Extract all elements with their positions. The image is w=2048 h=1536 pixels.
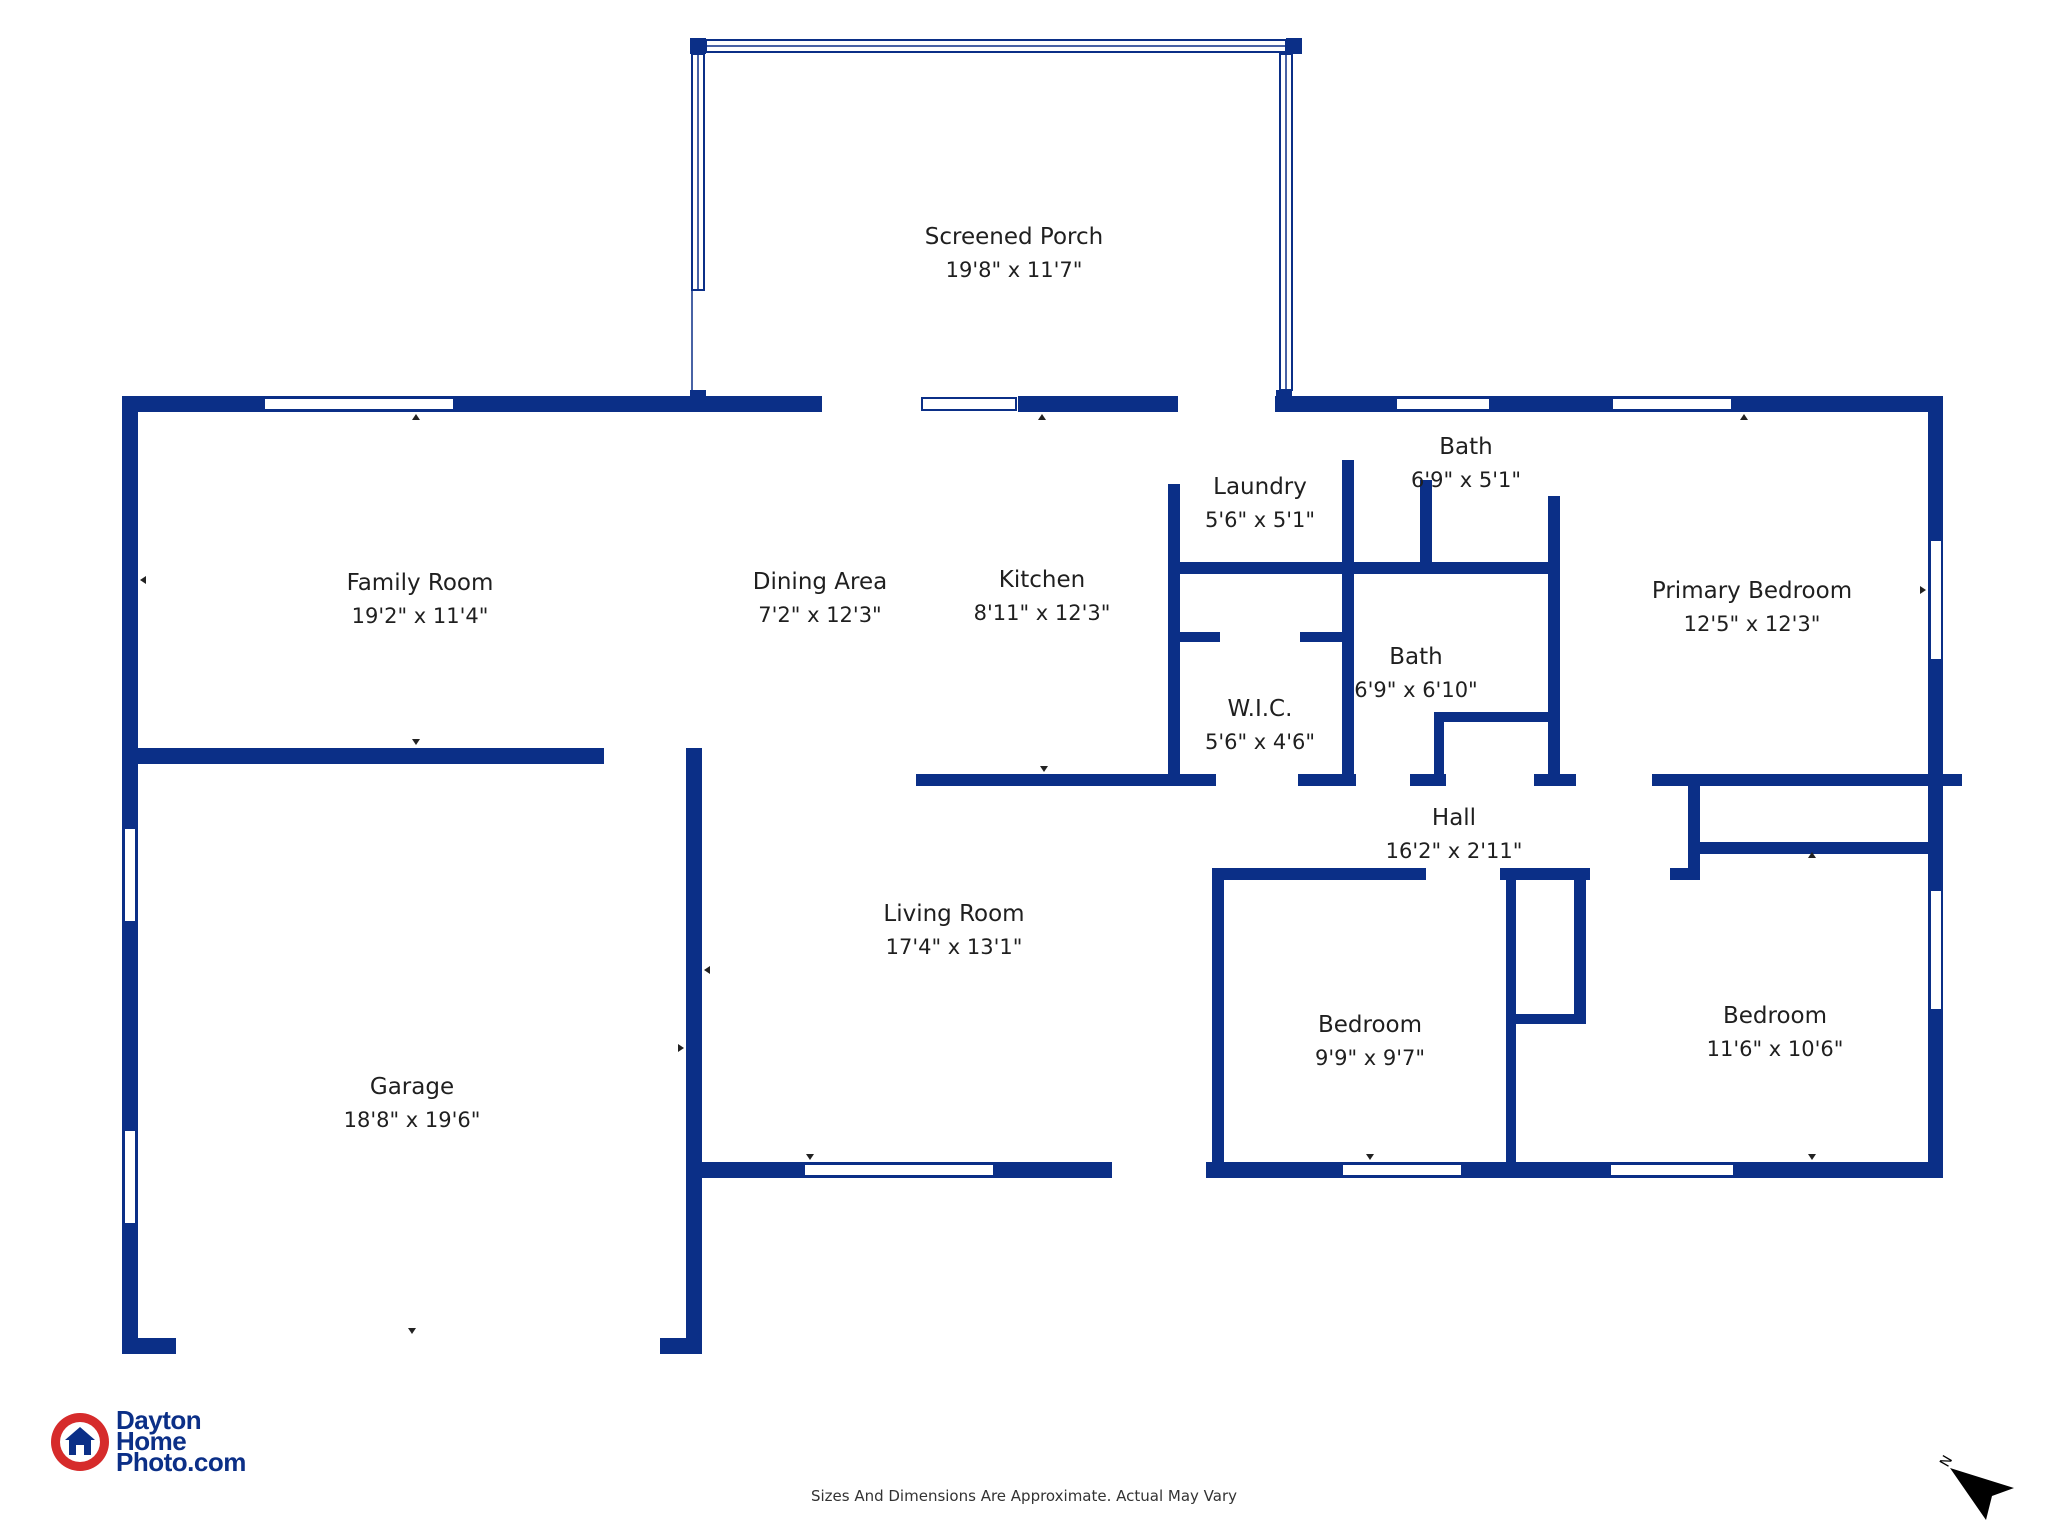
room-name-bedroom-1: Bedroom — [1318, 1012, 1422, 1038]
room-dims-hall: 16'2" x 2'11" — [1386, 839, 1523, 863]
room-name-kitchen: Kitchen — [999, 567, 1085, 593]
room-name-bath-2: Bath — [1389, 644, 1442, 670]
north-arrow-icon: N — [1937, 1453, 2014, 1520]
room-name-wic: W.I.C. — [1228, 696, 1293, 722]
room-dims-bath-2: 6'9" x 6'10" — [1354, 678, 1477, 702]
logo-line-2: Home — [116, 1426, 187, 1456]
room-name-bath-1: Bath — [1439, 434, 1492, 460]
room-name-primary-bedroom: Primary Bedroom — [1652, 578, 1852, 604]
room-dims-wic: 5'6" x 4'6" — [1205, 730, 1315, 754]
room-dims-garage: 18'8" x 19'6" — [344, 1108, 481, 1132]
logo-line-1: Dayton — [116, 1405, 202, 1435]
room-dims-living-room: 17'4" x 13'1" — [886, 935, 1023, 959]
disclaimer-text: Sizes And Dimensions Are Approximate. Ac… — [810, 1487, 1238, 1505]
logo-line-3: Photo.com — [116, 1447, 246, 1477]
room-name-hall: Hall — [1432, 805, 1476, 831]
windows — [123, 397, 1943, 1225]
dimension-ticks — [140, 414, 1926, 1334]
room-dims-family-room: 19'2" x 11'4" — [352, 604, 489, 628]
room-name-dining-area: Dining Area — [753, 569, 888, 595]
house-camera-icon — [51, 1413, 109, 1471]
room-dims-bedroom-1: 9'9" x 9'7" — [1315, 1046, 1425, 1070]
north-label: N — [1937, 1453, 1956, 1470]
room-name-bedroom-2: Bedroom — [1723, 1003, 1827, 1029]
room-name-family-room: Family Room — [347, 570, 494, 596]
room-dims-primary-bedroom: 12'5" x 12'3" — [1684, 612, 1821, 636]
room-dims-bath-1: 6'9" x 5'1" — [1411, 468, 1521, 492]
room-name-garage: Garage — [370, 1074, 454, 1100]
room-name-living-room: Living Room — [883, 901, 1024, 927]
room-dims-kitchen: 8'11" x 12'3" — [974, 601, 1111, 625]
room-dims-bedroom-2: 11'6" x 10'6" — [1707, 1037, 1844, 1061]
room-name-screened-porch: Screened Porch — [925, 224, 1103, 250]
porch-screens — [691, 39, 1293, 391]
room-dims-laundry: 5'6" x 5'1" — [1205, 508, 1315, 532]
room-dims-screened-porch: 19'8" x 11'7" — [946, 258, 1083, 282]
room-dims-dining-area: 7'2" x 12'3" — [758, 603, 881, 627]
room-labels: Screened Porch 19'8" x 11'7" Family Room… — [344, 224, 1853, 1132]
room-name-laundry: Laundry — [1213, 474, 1307, 500]
